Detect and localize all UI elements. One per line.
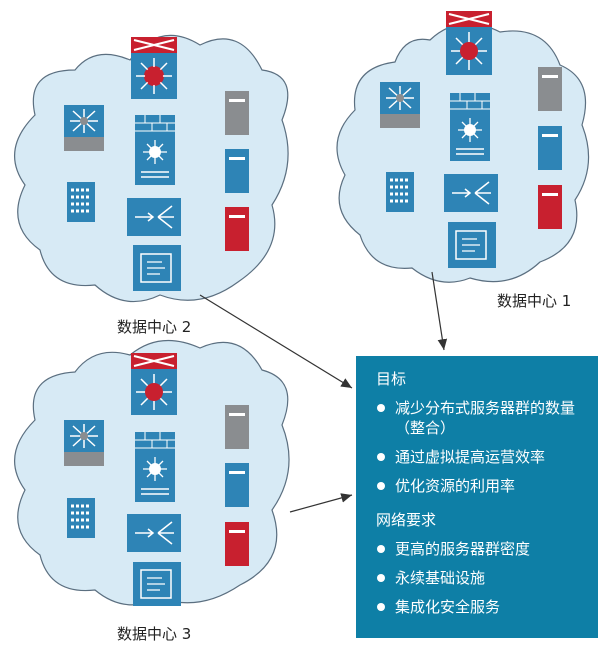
server-icon xyxy=(225,207,249,251)
requirements-list: 更高的服务器群密度 永续基础设施 集成化安全服务 xyxy=(376,539,598,617)
core-switch-icon xyxy=(131,37,177,99)
datacenter-1-label: 数据中心 1 xyxy=(497,292,572,310)
goal-item: 优化资源的利用率 xyxy=(376,476,598,496)
server-icon xyxy=(538,67,562,111)
blade-switch-icon xyxy=(67,182,95,222)
requirement-item: 集成化安全服务 xyxy=(376,597,598,617)
server-icon xyxy=(225,405,249,449)
firewall-icon xyxy=(135,115,175,185)
ssl-offload-icon xyxy=(448,222,496,268)
load-balancer-icon xyxy=(127,514,181,552)
server-icon xyxy=(538,185,562,229)
goal-item: 通过虚拟提高运营效率 xyxy=(376,447,598,467)
bullet-icon xyxy=(377,404,385,412)
server-icon xyxy=(225,463,249,507)
requirement-item-text: 集成化安全服务 xyxy=(395,598,501,616)
ssl-offload-icon xyxy=(133,245,181,291)
bullet-icon xyxy=(377,545,385,553)
arrow-dc2-to-goals xyxy=(199,294,353,389)
bullet-icon xyxy=(377,482,385,490)
l3-switch-icon xyxy=(380,82,420,128)
core-switch-icon xyxy=(446,11,492,75)
requirements-title: 网络要求 xyxy=(376,511,437,529)
requirement-item-text: 更高的服务器群密度 xyxy=(395,540,531,558)
goals-list: 减少分布式服务器群的数量（整合） 通过虚拟提高运营效率 优化资源的利用率 xyxy=(376,398,598,496)
goals-requirements-box: 目标 减少分布式服务器群的数量（整合） 通过虚拟提高运营效率 优化资源的利用率 … xyxy=(356,356,598,638)
arrow-dc1-to-goals xyxy=(431,271,448,351)
l3-switch-icon xyxy=(64,105,104,151)
load-balancer-icon xyxy=(127,198,181,236)
server-icon xyxy=(225,149,249,193)
datacenter-3-label: 数据中心 3 xyxy=(117,625,192,643)
requirement-item-text: 永续基础设施 xyxy=(395,569,486,587)
goal-item-text: 减少分布式服务器群的数量（整合） xyxy=(395,399,576,437)
ssl-offload-icon xyxy=(133,562,181,606)
requirement-item: 更高的服务器群密度 xyxy=(376,539,598,559)
datacenter-2-label: 数据中心 2 xyxy=(117,318,192,336)
l3-switch-icon xyxy=(64,420,104,466)
server-icon xyxy=(225,91,249,135)
goal-item-text: 优化资源的利用率 xyxy=(395,477,516,495)
goals-title: 目标 xyxy=(376,370,407,388)
bullet-icon xyxy=(377,453,385,461)
server-icon xyxy=(225,522,249,566)
bullet-icon xyxy=(377,574,385,582)
bullet-icon xyxy=(377,603,385,611)
core-switch-icon xyxy=(131,353,177,415)
firewall-icon xyxy=(450,93,490,161)
blade-switch-icon xyxy=(67,498,95,538)
firewall-icon xyxy=(135,432,175,502)
goal-item: 减少分布式服务器群的数量（整合） xyxy=(376,398,598,438)
load-balancer-icon xyxy=(444,174,498,212)
blade-switch-icon xyxy=(386,172,414,212)
server-icon xyxy=(538,126,562,170)
goal-item-text: 通过虚拟提高运营效率 xyxy=(395,448,546,466)
arrow-dc3-to-goals xyxy=(289,493,353,513)
requirement-item: 永续基础设施 xyxy=(376,568,598,588)
